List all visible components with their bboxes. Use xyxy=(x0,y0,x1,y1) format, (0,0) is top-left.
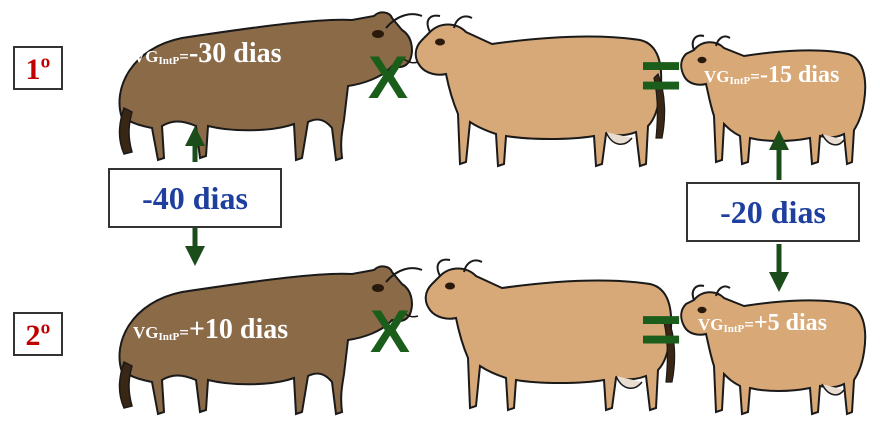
vg-equals: = xyxy=(179,47,189,66)
offspring-2-calf-image xyxy=(680,284,867,415)
equals-symbol-2: = xyxy=(640,290,683,370)
offspring-2-vg-value: +5 dias xyxy=(753,310,827,336)
dam-2-cow-image xyxy=(424,258,676,411)
sire-2-vg-value: +10 dias xyxy=(188,314,289,345)
equals-symbol-1: = xyxy=(640,36,683,116)
vg-prefix: VG xyxy=(133,47,159,66)
vg-subscript: IntP xyxy=(723,323,745,335)
vg-equals: = xyxy=(750,67,760,86)
sire-1-vg-label: VGIntP=-30 dias xyxy=(133,38,282,70)
vg-prefix: VG xyxy=(704,67,730,86)
rank-1-box: 1º xyxy=(13,46,63,90)
cross-symbol-1: X xyxy=(368,44,409,111)
vg-equals: = xyxy=(744,315,754,334)
offspring-difference-box: -20 dias xyxy=(686,182,860,242)
rank-2-box: 2º xyxy=(13,312,63,356)
vg-subscript: IntP xyxy=(158,331,180,343)
offspring-2-vg-label: VGIntP=+5 dias xyxy=(698,310,827,337)
vg-subscript: IntP xyxy=(158,55,180,67)
sire-difference-box: -40 dias xyxy=(108,168,282,228)
vg-subscript: IntP xyxy=(729,75,751,87)
cross-symbol-2: X xyxy=(370,298,411,365)
offspring-1-calf-image xyxy=(680,34,867,166)
sire-2-vg-label: VGIntP=+10 dias xyxy=(133,314,288,346)
vg-prefix: VG xyxy=(698,315,724,334)
offspring-1-vg-label: VGIntP=-15 dias xyxy=(704,62,839,89)
vg-equals: = xyxy=(179,323,189,342)
offspring-1-vg-value: -15 dias xyxy=(759,62,840,88)
dam-1-cow-image xyxy=(414,14,666,167)
sire-1-vg-value: -30 dias xyxy=(188,38,282,69)
vg-prefix: VG xyxy=(133,323,159,342)
